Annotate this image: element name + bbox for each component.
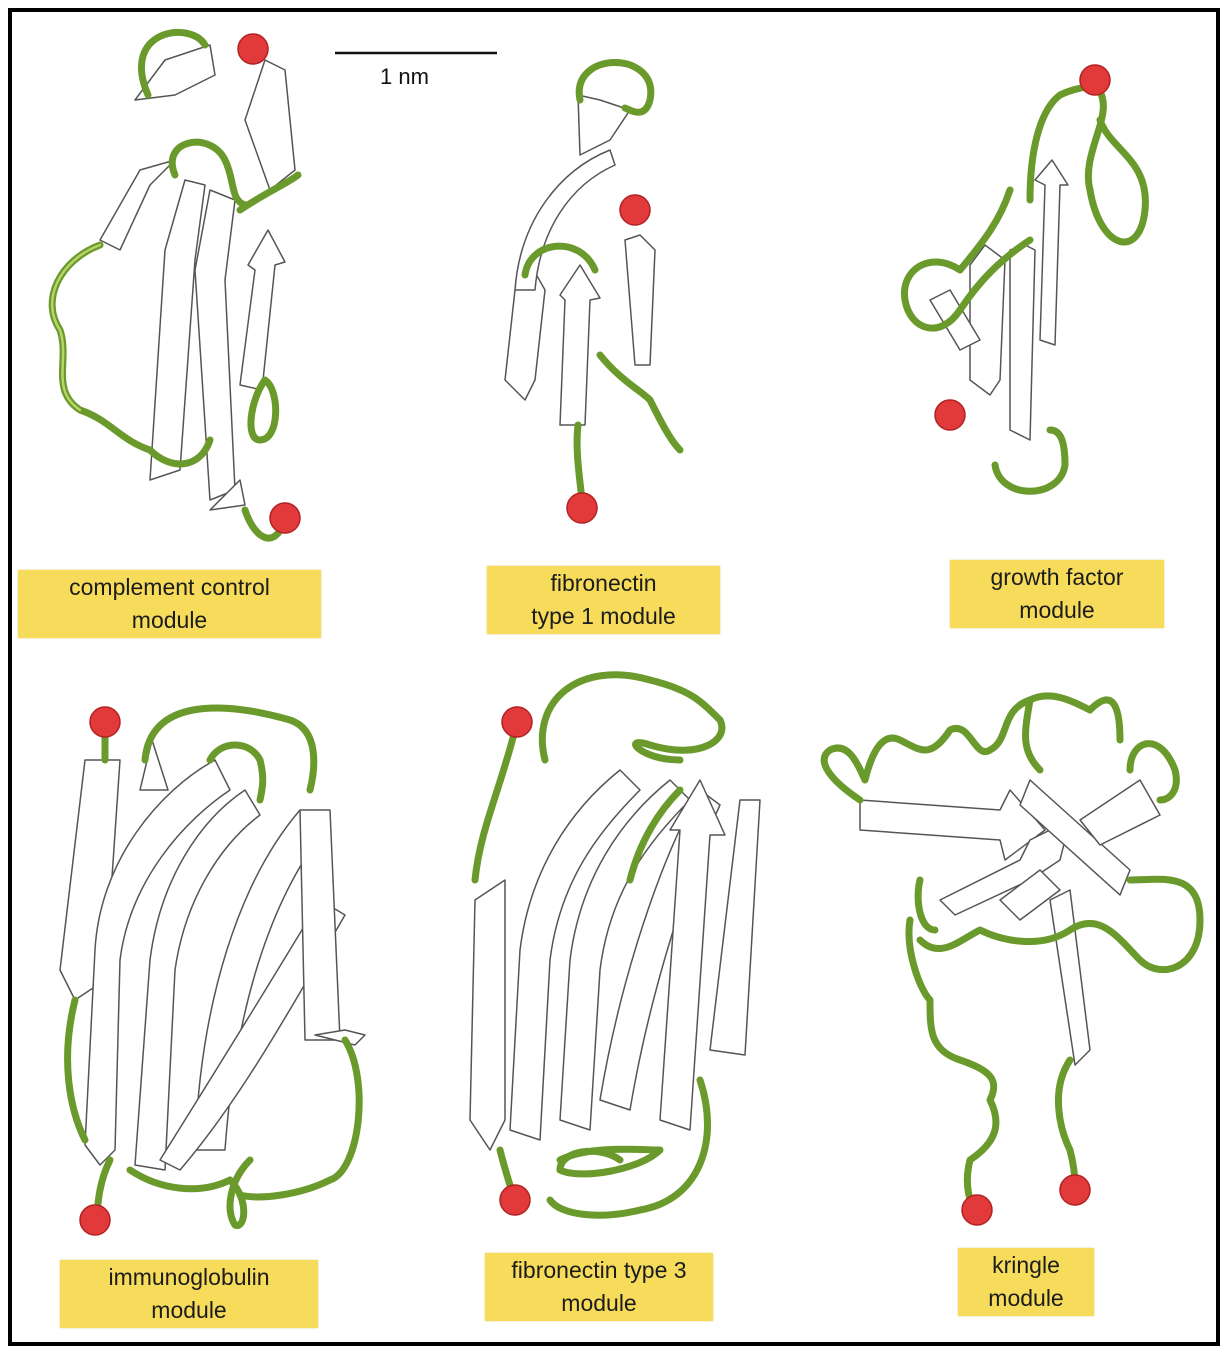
complement-control-structure <box>52 32 300 538</box>
module-label-line1: complement control <box>18 571 321 604</box>
module-label-line2: module <box>950 594 1164 627</box>
module-label-growth-factor: growth factor module <box>950 560 1164 628</box>
module-label-line2: type 1 module <box>487 600 720 633</box>
kringle-structure <box>824 696 1200 1225</box>
module-label-line2: module <box>958 1282 1094 1315</box>
fibronectin-type1-structure <box>505 63 680 524</box>
module-label-line2: module <box>18 604 321 637</box>
module-label-fibronectin-type3: fibronectin type 3 module <box>485 1253 713 1321</box>
immunoglobulin-structure <box>60 707 365 1235</box>
module-label-line1: growth factor <box>950 561 1164 594</box>
module-label-immunoglobulin: immunoglobulin module <box>60 1260 318 1328</box>
module-label-line1: fibronectin <box>487 567 720 600</box>
module-label-fibronectin-type1: fibronectin type 1 module <box>487 566 720 634</box>
module-label-complement-control: complement control module <box>18 570 321 638</box>
module-label-line1: immunoglobulin <box>60 1261 318 1294</box>
module-label-line1: fibronectin type 3 <box>485 1254 713 1287</box>
module-label-line2: module <box>485 1287 713 1320</box>
module-label-line2: module <box>60 1294 318 1327</box>
scale-bar-label: 1 nm <box>380 64 429 90</box>
module-label-line1: kringle <box>958 1249 1094 1282</box>
fibronectin-type3-structure <box>470 675 760 1215</box>
module-label-kringle: kringle module <box>958 1248 1094 1316</box>
growth-factor-structure <box>904 65 1145 491</box>
